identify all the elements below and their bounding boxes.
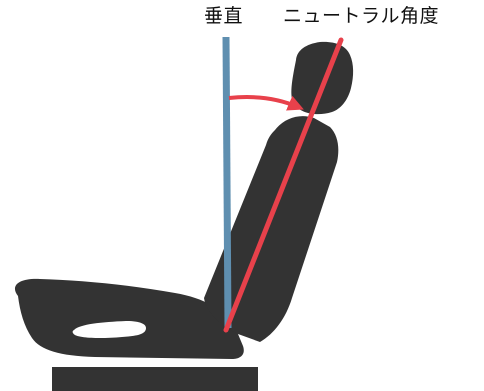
neutral-angle-label: ニュートラル角度 (283, 5, 440, 27)
vertical-reference-line (222, 36, 232, 329)
neutral-angle-line (223, 37, 344, 333)
seat-cushion (14, 278, 244, 359)
seat-cushion-slot-icon (72, 321, 146, 339)
vertical-label: 垂直 (204, 5, 244, 27)
curved-arrow-right-icon (228, 95, 304, 111)
seat-base-rail (52, 367, 258, 391)
seat-headrest (291, 41, 354, 115)
seat-backrest (204, 116, 339, 342)
